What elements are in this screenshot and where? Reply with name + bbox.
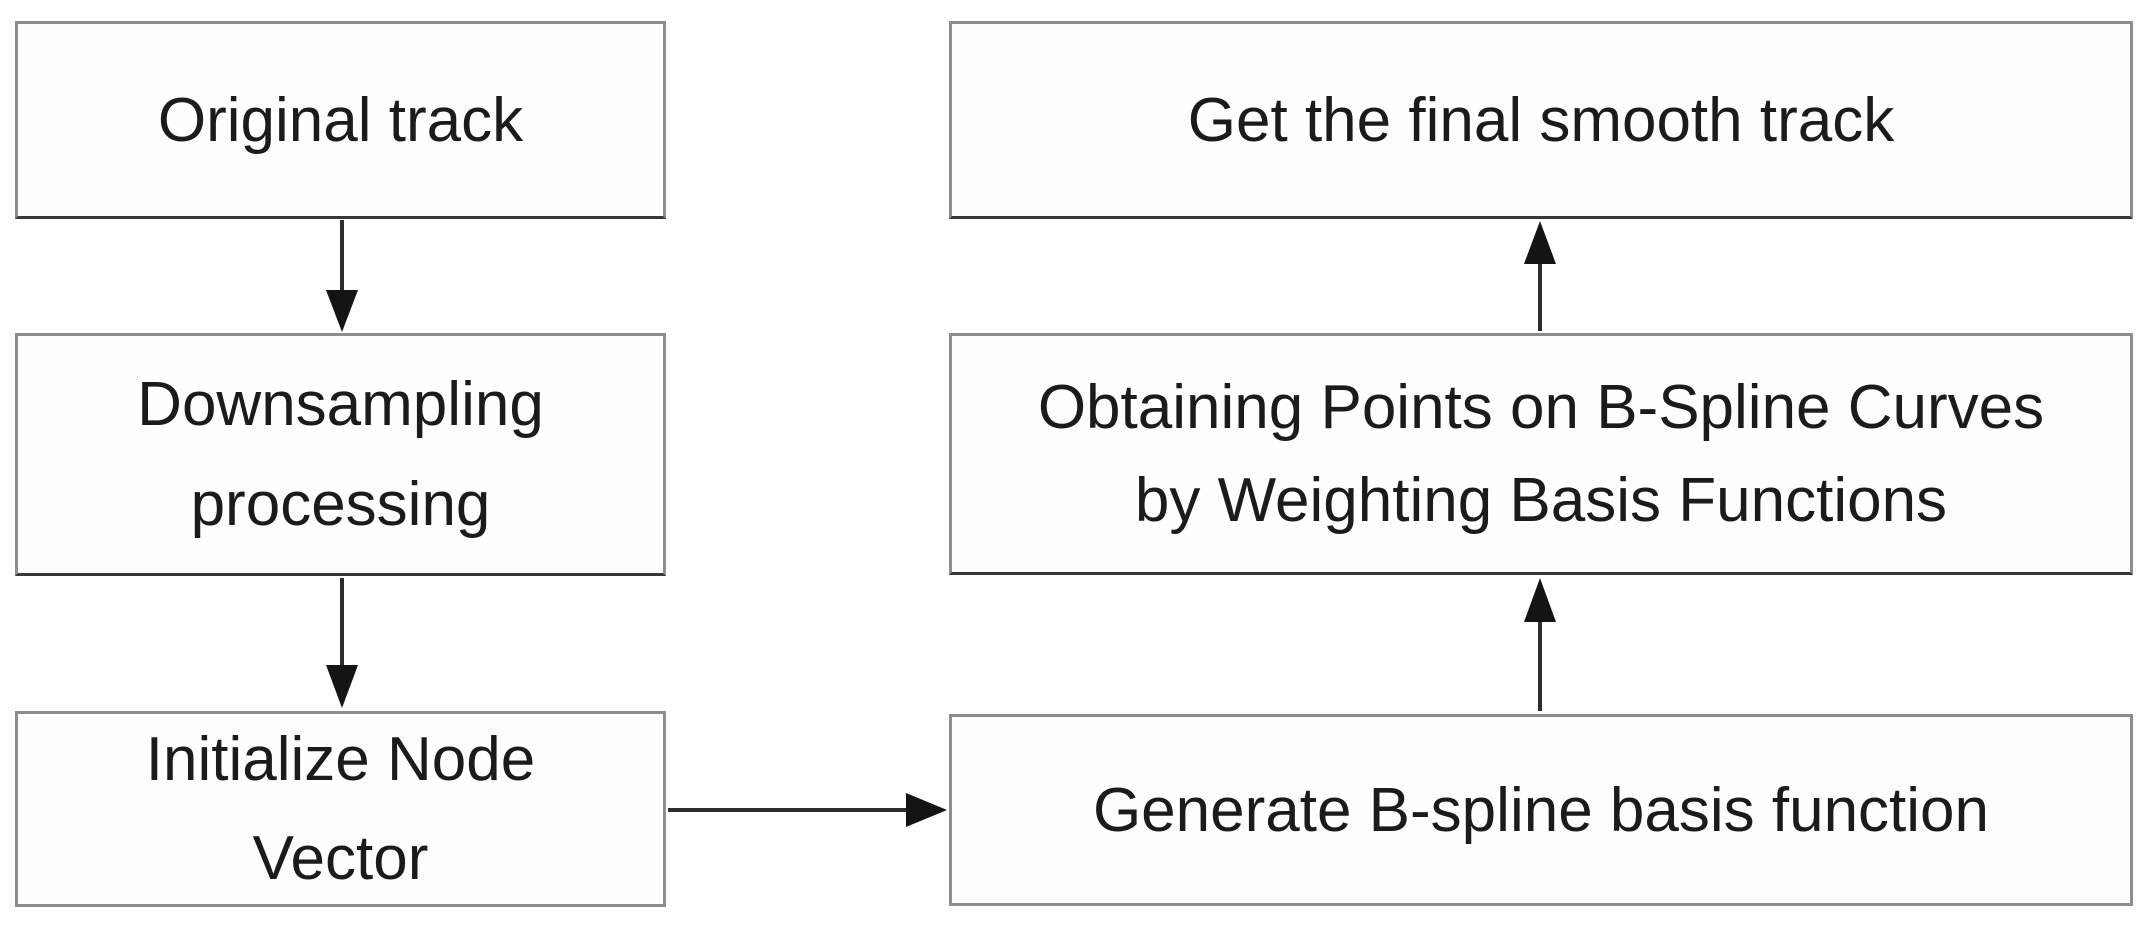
node-downsampling-processing: Downsampling processing [15,333,666,576]
arrow-generate-to-obtaining-icon [1524,578,1556,711]
arrow-downsampling-to-initvector-icon [326,578,358,708]
arrow-original-to-downsampling-icon [326,220,358,332]
node-obtaining-points: Obtaining Points on B-Spline Curves by W… [949,333,2133,575]
node-initialize-node-vector: Initialize Node Vector [15,711,666,907]
arrow-initvector-to-generate-icon [668,793,947,827]
node-final-smooth-track: Get the final smooth track [949,21,2133,219]
arrow-obtaining-to-final-icon [1524,221,1556,331]
node-generate-bspline-basis: Generate B-spline basis function [949,714,2133,906]
node-original-track: Original track [15,21,666,219]
